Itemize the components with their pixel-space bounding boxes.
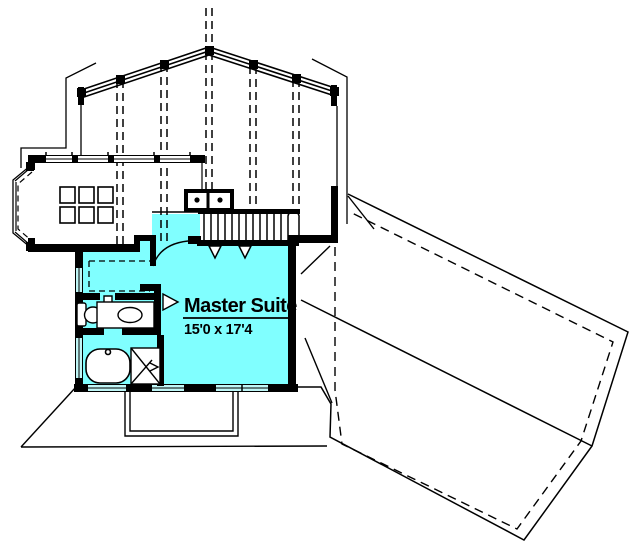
bay-window (12, 162, 34, 251)
door-jamb (188, 236, 201, 244)
skylight-grid (59, 186, 114, 224)
room-label: Master Suite (184, 295, 297, 317)
lower-roof (20, 386, 328, 448)
railing-baluster (207, 245, 223, 260)
handrail-curl (287, 210, 300, 240)
bathtub (85, 348, 131, 384)
bedroom-door-arc (152, 240, 189, 267)
bonus-room-bottom-wall (28, 244, 138, 252)
room-dimensions: 15'0 x 17'4 (184, 322, 252, 338)
lower-eave-line (20, 445, 328, 448)
closet-shelves-dashed (88, 260, 150, 292)
valley-lines (300, 195, 375, 404)
room-annotation: Master Suite 15'0 x 17'4 (183, 295, 298, 338)
garage-roof (298, 193, 629, 541)
shower (130, 347, 161, 385)
gable-end-walls (78, 85, 338, 187)
garage-roof-ridge (300, 299, 593, 447)
bathroom-fixtures (76, 301, 161, 385)
vanity-sink (96, 301, 155, 329)
garage-roof-dashed-inset (334, 212, 614, 530)
bottom-wall-windows (88, 384, 268, 392)
newel-post-dot (217, 197, 223, 203)
bedroom-door-leaf (150, 240, 156, 266)
bath-bedroom-wall (154, 290, 161, 335)
gable-roof (20, 8, 348, 244)
left-wall-windows (76, 268, 82, 378)
garage-roof-outline (298, 193, 629, 541)
walk-in-closet (88, 260, 150, 292)
eave-outline (20, 58, 348, 224)
deck-outline (124, 392, 239, 437)
bonus-room (12, 152, 205, 252)
hip-line (20, 386, 77, 448)
stair-railing (197, 240, 299, 246)
stairs (152, 189, 300, 260)
railing-baluster (237, 245, 253, 260)
bath-door-symbol (162, 292, 180, 312)
stair-treads (203, 214, 282, 240)
bonus-room-windows (45, 152, 191, 162)
newel-post-dot (194, 197, 200, 203)
closet-bath-wall (75, 293, 159, 300)
master-suite-area (83, 214, 288, 384)
